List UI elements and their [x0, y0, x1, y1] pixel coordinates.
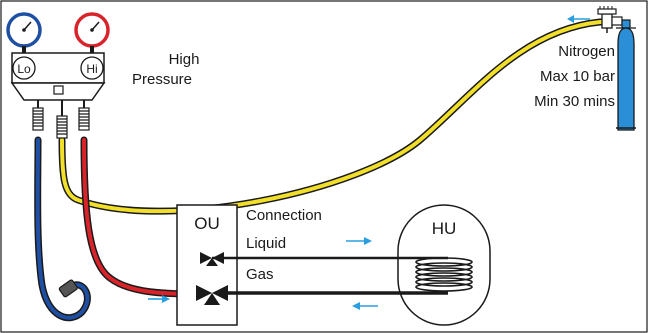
manifold-gauge-set: Lo Hi: [6, 12, 110, 139]
high-pressure-label-line1: High: [169, 51, 200, 68]
sight-glass-icon: [53, 85, 64, 95]
hose-fitting-high: [78, 100, 90, 131]
flow-arrow-icon: [567, 15, 590, 23]
flow-arrow-gas-return-icon: [352, 302, 378, 310]
hose-fitting-center: [56, 100, 68, 139]
indoor-unit: HU: [397, 204, 491, 326]
low-side-hose: [34, 136, 91, 322]
high-pressure-label-line2: Pressure: [132, 71, 192, 88]
gas-service-valve-icon: [196, 285, 228, 305]
hose-cap-icon: [58, 279, 78, 298]
low-label: Lo: [17, 62, 31, 76]
flow-arrow-liquid-icon: [346, 237, 372, 245]
gas-label: Gas: [246, 266, 274, 283]
outdoor-unit-label: OU: [194, 214, 220, 233]
nitrogen-max-pressure: Max 10 bar: [540, 68, 615, 85]
nitrogen-min-duration: Min 30 mins: [534, 93, 615, 110]
connection-label: Connection: [246, 207, 322, 224]
flow-arrow-high-hose-icon: [148, 295, 170, 303]
high-valve-knob[interactable]: [80, 56, 104, 80]
hose-fitting-low: [32, 100, 44, 131]
low-valve-knob[interactable]: [12, 56, 36, 80]
cylinder-icon: [616, 19, 636, 131]
charge-hose: [58, 18, 616, 215]
high-gauge-icon: [74, 12, 110, 53]
high-side-hose: [80, 136, 200, 298]
coil-icon: [415, 257, 473, 292]
high-label: Hi: [86, 62, 97, 76]
liquid-label: Liquid: [246, 235, 286, 252]
service-valve-icon: [200, 252, 224, 266]
indoor-unit-label: HU: [432, 219, 457, 238]
nitrogen-label: Nitrogen: [558, 43, 615, 60]
low-gauge-icon: [6, 12, 42, 53]
